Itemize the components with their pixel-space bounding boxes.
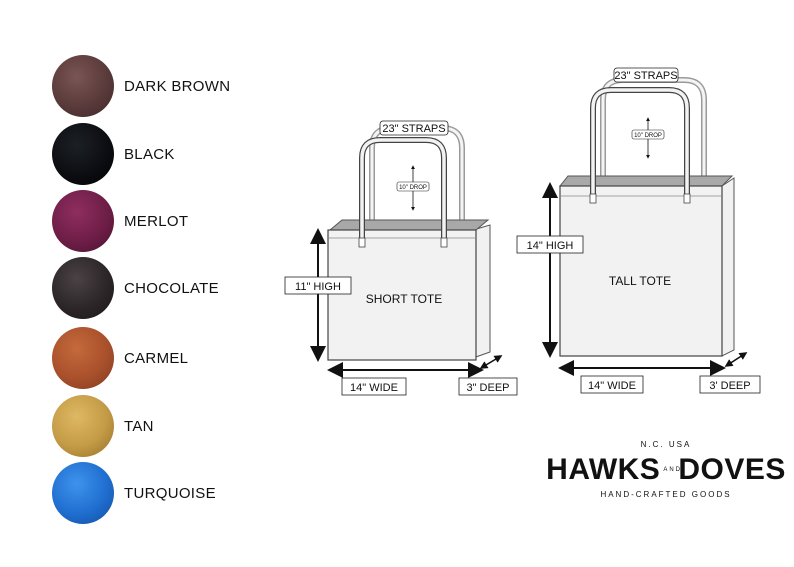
short-tote-opening: [328, 219, 490, 231]
swatch-label: MERLOT: [124, 212, 189, 230]
swatch-label: TURQUOISE: [124, 484, 216, 502]
swatch-label: CHOCOLATE: [124, 279, 219, 297]
short-tote-depth-label: 3" DEEP: [466, 382, 509, 394]
tall-tote-height-label: 14" HIGH: [527, 240, 574, 252]
swatch-merlot: MERLOT: [52, 190, 188, 252]
swatch-label: BLACK: [124, 145, 175, 163]
tall-tote-drop-label: 10" DROP: [634, 133, 662, 139]
swatch-circle: [52, 327, 114, 389]
swatch-dark-brown: DARK BROWN: [52, 55, 230, 117]
tall-tote-side: [721, 177, 735, 357]
swatch-chocolate: CHOCOLATE: [52, 257, 219, 319]
swatch-label: DARK BROWN: [124, 77, 231, 95]
short-tote-straps-label: 23" STRAPS: [382, 123, 445, 135]
brand-tagline: HAND-CRAFTED GOODS: [600, 490, 732, 499]
swatch-circle: [52, 395, 114, 457]
tall-tote-name: TALL TOTE: [609, 274, 671, 288]
swatch-turquoise: TURQUOISE: [52, 462, 216, 524]
tall-tote-width-label: 14" WIDE: [588, 380, 636, 392]
tall-tote-body: [559, 185, 723, 357]
swatch-label: TAN: [124, 417, 154, 435]
short-tote-drop-label: 10" DROP: [399, 185, 427, 191]
tall-tote-straps-label: 23" STRAPS: [614, 70, 677, 82]
short-tote-height-label: 11" HIGH: [295, 281, 341, 293]
brand-name-right: DOVES: [678, 453, 786, 486]
swatch-circle: [52, 257, 114, 319]
brand-logo: N.C. USA HAWKS AND DOVES HAND-CRAFTED GO…: [546, 440, 785, 499]
brand-name: HAWKS AND DOVES: [546, 455, 785, 485]
swatch-circle: [52, 190, 114, 252]
tall-tote-depth-label: 3' DEEP: [709, 380, 750, 392]
short-tote-width-label: 14" WIDE: [350, 382, 398, 394]
short-tote: 23" STRAPS 10" DROP 11" HIGH 14" WIDE 3"…: [284, 120, 518, 396]
tall-tote: 23" STRAPS 10" DROP 14" HIGH 14" WIDE 3'…: [516, 67, 761, 394]
tall-tote-opening: [558, 175, 734, 187]
brand-name-and: AND: [663, 466, 682, 473]
swatch-label: CARMEL: [124, 349, 189, 367]
swatch-carmel: CARMEL: [52, 327, 188, 389]
swatch-circle: [52, 462, 114, 524]
short-tote-name: SHORT TOTE: [366, 292, 442, 306]
swatch-circle: [52, 55, 114, 117]
short-tote-body: [327, 229, 477, 361]
swatch-tan: TAN: [52, 395, 154, 457]
brand-name-left: HAWKS: [546, 453, 661, 486]
swatch-black: BLACK: [52, 123, 175, 185]
brand-origin: N.C. USA: [640, 440, 692, 449]
swatch-circle: [52, 123, 114, 185]
